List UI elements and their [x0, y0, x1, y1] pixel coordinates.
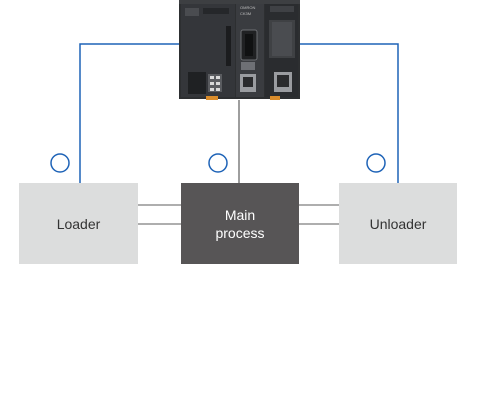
loader-label: Loader — [56, 215, 101, 232]
station-circle-loader — [50, 153, 70, 173]
unloader-box: Unloader — [339, 183, 457, 264]
controller-brand-text: OMRON — [240, 5, 255, 10]
loader-box: Loader — [19, 183, 138, 264]
main-process-label: Main process — [215, 206, 265, 241]
network-line-right — [300, 43, 399, 183]
unloader-label: Unloader — [369, 215, 427, 232]
controller-model-text: CK3M — [240, 11, 251, 16]
station-circle-main — [208, 153, 228, 173]
network-line-left — [79, 43, 180, 183]
station-circle-unloader — [366, 153, 386, 173]
motion-controller-device: OMRON CK3M — [179, 0, 300, 100]
main-process-box: Main process — [181, 183, 299, 264]
